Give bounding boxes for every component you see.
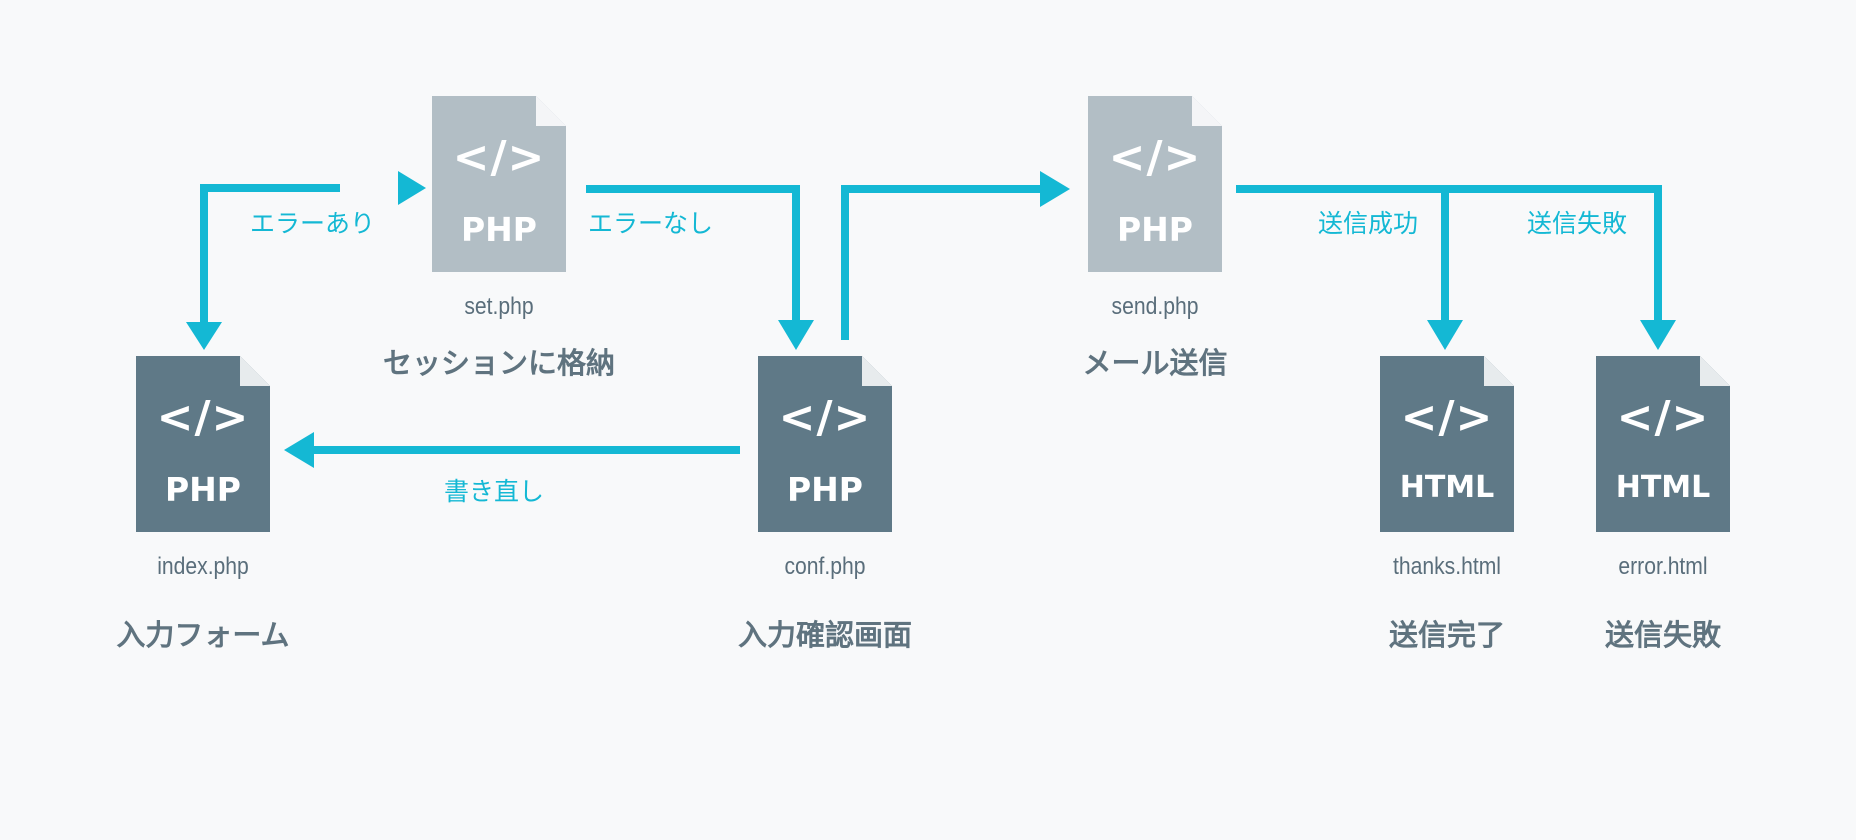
code-tag: </>	[156, 392, 250, 443]
arrow-set-index	[200, 184, 340, 325]
arrow-send-results	[1236, 185, 1662, 322]
edge-label-send-failure: 送信失敗	[1527, 209, 1628, 238]
code-tag: </>	[1616, 392, 1710, 443]
filename-thanks: thanks.html	[1393, 553, 1501, 580]
edge-label-error-exists: エラーあり	[250, 209, 376, 238]
caption-conf: 入力確認画面	[737, 618, 912, 652]
arrowhead-to-set	[398, 171, 426, 205]
caption-set: セッションに格納	[382, 346, 615, 380]
filename-set: set.php	[464, 293, 534, 320]
document-icon	[758, 356, 892, 532]
arrow-conf-send	[841, 185, 1044, 340]
caption-send: メール送信	[1082, 346, 1228, 380]
file-type-label: PHP	[461, 210, 537, 249]
edge-label-send-success: 送信成功	[1318, 209, 1419, 238]
file-icon-index: </> PHP	[136, 356, 270, 532]
document-icon	[136, 356, 270, 532]
arrowhead-to-index	[186, 322, 222, 350]
file-type-label: PHP	[165, 470, 241, 509]
caption-error: 送信失敗	[1604, 618, 1721, 652]
file-type-label: HTML	[1399, 470, 1495, 505]
code-tag: </>	[452, 132, 546, 183]
filename-index: index.php	[157, 553, 249, 580]
file-type-label: PHP	[1117, 210, 1193, 249]
arrowhead-to-index-left	[284, 432, 314, 468]
filename-send: send.php	[1111, 293, 1199, 320]
arrowhead-to-error	[1640, 320, 1676, 350]
caption-thanks: 送信完了	[1388, 618, 1505, 652]
edge-label-no-error: エラーなし	[588, 209, 714, 238]
arrowhead-to-conf	[778, 320, 814, 350]
edge-label-rewrite: 書き直し	[444, 477, 545, 506]
caption-index: 入力フォーム	[116, 618, 290, 652]
file-type-label: PHP	[787, 470, 863, 509]
file-icon-error: </> HTML	[1596, 356, 1730, 532]
document-icon	[1596, 356, 1730, 532]
filename-error: error.html	[1618, 553, 1708, 580]
arrowhead-to-thanks	[1427, 320, 1463, 350]
document-icon	[1088, 96, 1222, 272]
arrow-set-conf	[586, 185, 800, 322]
arrowhead-to-send	[1040, 171, 1070, 207]
file-icon-conf: </> PHP	[758, 356, 892, 532]
file-icon-thanks: </> HTML	[1380, 356, 1514, 532]
code-tag: </>	[1400, 392, 1494, 443]
file-type-label: HTML	[1615, 470, 1711, 505]
filename-conf: conf.php	[784, 553, 866, 580]
code-tag: </>	[1108, 132, 1202, 183]
document-icon	[432, 96, 566, 272]
code-tag: </>	[778, 392, 872, 443]
file-icon-send: </> PHP	[1088, 96, 1222, 272]
file-icon-set: </> PHP	[432, 96, 566, 272]
document-icon	[1380, 356, 1514, 532]
